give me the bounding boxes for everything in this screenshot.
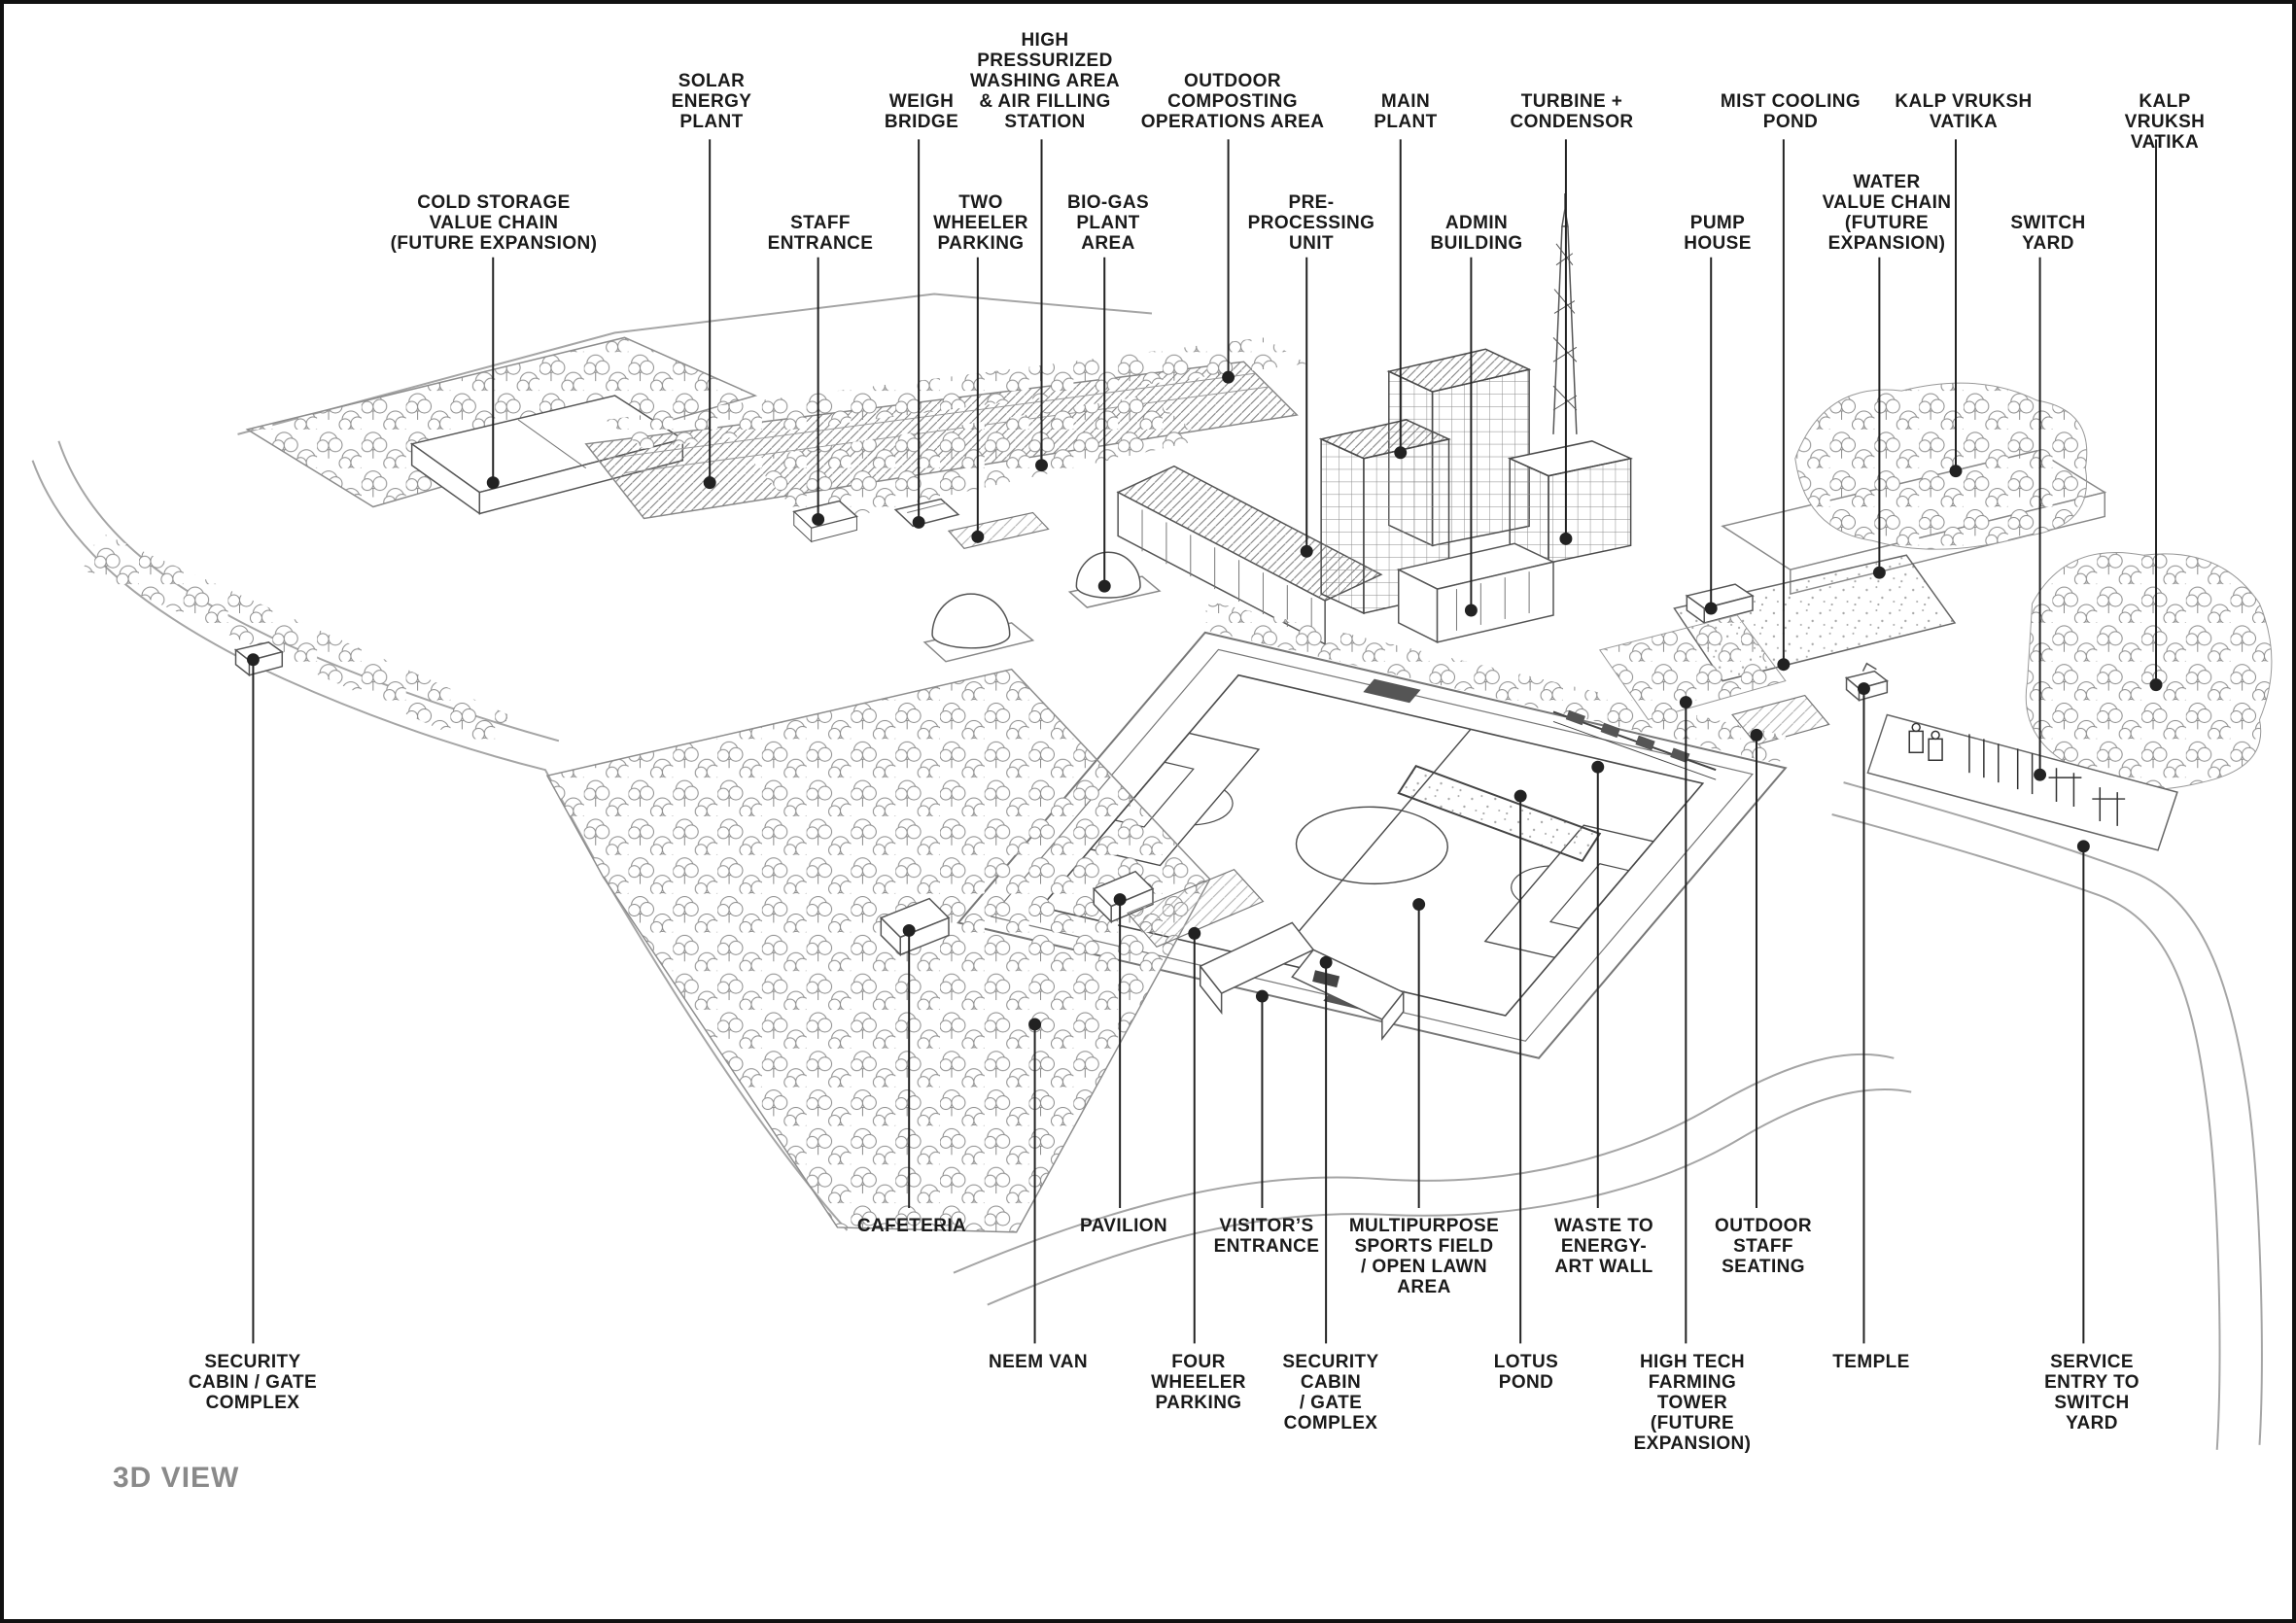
- leader-kalp-right: [2149, 139, 2163, 692]
- label-cold-storage: COLD STORAGE VALUE CHAIN (FUTURE EXPANSI…: [390, 192, 598, 254]
- label-mist-pond: MIST COOLING POND: [1720, 91, 1861, 132]
- leader-neem-van: [1028, 1018, 1042, 1344]
- switch-yard-structure: [1866, 713, 2178, 851]
- leader-lines: [246, 139, 2163, 1344]
- leader-visitors-entrance: [1255, 989, 1269, 1209]
- two-wheeler-parking-structure: [947, 511, 1050, 549]
- four-wheeler-parking-structure: [1127, 869, 1265, 949]
- neem-van-grove: [545, 668, 1211, 1233]
- label-multipurpose: MULTIPURPOSE SPORTS FIELD / OPEN LAWN AR…: [1348, 1216, 1500, 1297]
- roads-and-ground: [31, 293, 2263, 1450]
- leader-lotus-pond: [1513, 789, 1527, 1344]
- high-tech-farming-rows: [1598, 614, 1787, 721]
- label-pump-house: PUMP HOUSE: [1684, 213, 1752, 254]
- visitors-entrance-complex: [1199, 921, 1405, 1042]
- leader-admin: [1464, 257, 1478, 617]
- label-high-pressurized: HIGH PRESSURIZED WASHING AREA & AIR FILL…: [970, 30, 1120, 132]
- trees-northeast-of-field: [1198, 602, 1791, 765]
- label-lotus-pond: LOTUS POND: [1493, 1352, 1559, 1393]
- leader-security-mid: [1319, 955, 1333, 1344]
- turbine-condensor-building: [1507, 440, 1633, 565]
- leader-two-wheeler: [971, 257, 985, 543]
- leader-outdoor-composting: [1222, 139, 1235, 384]
- label-staff-entrance: STAFF ENTRANCE: [767, 213, 874, 254]
- label-pre-processing: PRE- PROCESSING UNIT: [1247, 192, 1375, 254]
- leader-water-value-chain: [1872, 257, 1886, 579]
- security-cabin-left: [233, 641, 285, 677]
- site-drawing: [31, 139, 2292, 1619]
- leader-main-plant: [1394, 139, 1408, 460]
- leader-cafeteria: [902, 923, 916, 1209]
- cafeteria-structure: [879, 897, 951, 957]
- cold-storage-area: [83, 336, 758, 754]
- leader-outdoor-staff: [1750, 728, 1763, 1209]
- leader-weigh-bridge: [912, 139, 925, 529]
- leader-high-tech-farming: [1679, 696, 1692, 1344]
- leader-pump-house: [1704, 257, 1718, 615]
- leader-service-entry: [2076, 840, 2090, 1344]
- leader-kalp-left: [1949, 139, 1963, 478]
- lotus-pond-structure: [1397, 765, 1602, 862]
- pavilion-structure: [1092, 870, 1155, 924]
- main-plant-building: [1318, 348, 1532, 615]
- leader-security-left: [246, 653, 260, 1344]
- label-security-left: SECURITY CABIN / GATE COMPLEX: [188, 1352, 318, 1413]
- label-main-plant: MAIN PLANT: [1374, 91, 1438, 132]
- leader-cold-storage: [486, 257, 500, 490]
- label-four-wheeler: FOUR WHEELER PARKING: [1151, 1352, 1246, 1413]
- admin-building-structure: [1396, 542, 1556, 644]
- leader-bio-gas: [1097, 257, 1111, 593]
- leader-high-pressurized: [1035, 139, 1048, 472]
- leader-temple: [1857, 682, 1870, 1344]
- leader-switch-yard: [2034, 257, 2047, 781]
- kalp-vruksh-vatika-groves: [1794, 382, 2273, 790]
- pre-processing-unit-building: [1116, 465, 1383, 646]
- staff-entrance-structure: [792, 500, 858, 543]
- view-title: 3D VIEW: [113, 1462, 240, 1494]
- leader-turbine: [1559, 139, 1573, 545]
- label-visitors-entrance: VISITOR’S ENTRANCE: [1213, 1216, 1320, 1257]
- leader-waste-art-wall: [1591, 760, 1605, 1209]
- temple-structure: [1844, 662, 1889, 703]
- label-high-tech-farming: HIGH TECH FARMING TOWER (FUTURE EXPANSIO…: [1633, 1352, 1752, 1454]
- waste-to-energy-art-wall: [1552, 709, 1717, 780]
- label-kalp-vruksh-right: KALP VRUKSH VATIKA: [2124, 91, 2206, 153]
- label-switch-yard: SWITCH YARD: [2010, 213, 2086, 254]
- label-cafeteria: CAFETERIA: [856, 1216, 967, 1236]
- leader-multipurpose: [1412, 898, 1426, 1209]
- leader-pavilion: [1113, 893, 1127, 1209]
- label-two-wheeler: TWO WHEELER PARKING: [933, 192, 1028, 254]
- leader-mist-pond: [1777, 139, 1791, 672]
- leader-four-wheeler: [1188, 926, 1201, 1344]
- weigh-bridge-structure: [893, 498, 960, 528]
- label-turbine: TURBINE + CONDENSOR: [1510, 91, 1634, 132]
- label-kalp-vruksh-left: KALP VRUKSH VATIKA: [1895, 91, 2033, 132]
- label-neem-van: NEEM VAN: [988, 1352, 1089, 1372]
- label-pavilion: PAVILION: [1079, 1216, 1168, 1236]
- label-weigh-bridge: WEIGH BRIDGE: [884, 91, 959, 132]
- label-temple: TEMPLE: [1832, 1352, 1910, 1372]
- label-security-mid: SECURITY CABIN / GATE COMPLEX: [1282, 1352, 1379, 1433]
- bio-gas-domes: [922, 551, 1162, 663]
- label-bio-gas: BIO-GAS PLANT AREA: [1066, 192, 1150, 254]
- leader-solar: [703, 139, 716, 490]
- leader-pre-processing: [1300, 257, 1313, 558]
- label-waste-art-wall: WASTE TO ENERGY- ART WALL: [1553, 1216, 1654, 1277]
- pump-house-structure: [1685, 583, 1755, 625]
- leader-staff-entrance: [812, 257, 825, 526]
- label-outdoor-staff: OUTDOOR STAFF SEATING: [1715, 1216, 1812, 1277]
- label-solar: SOLAR ENERGY PLANT: [671, 71, 752, 132]
- label-water-value-chain: WATER VALUE CHAIN (FUTURE EXPANSION): [1822, 172, 1952, 254]
- label-outdoor-composting: OUTDOOR COMPOSTING OPERATIONS AREA: [1140, 71, 1325, 132]
- label-service-entry: SERVICE ENTRY TO SWITCH YARD: [2044, 1352, 2139, 1433]
- label-admin: ADMIN BUILDING: [1430, 213, 1523, 254]
